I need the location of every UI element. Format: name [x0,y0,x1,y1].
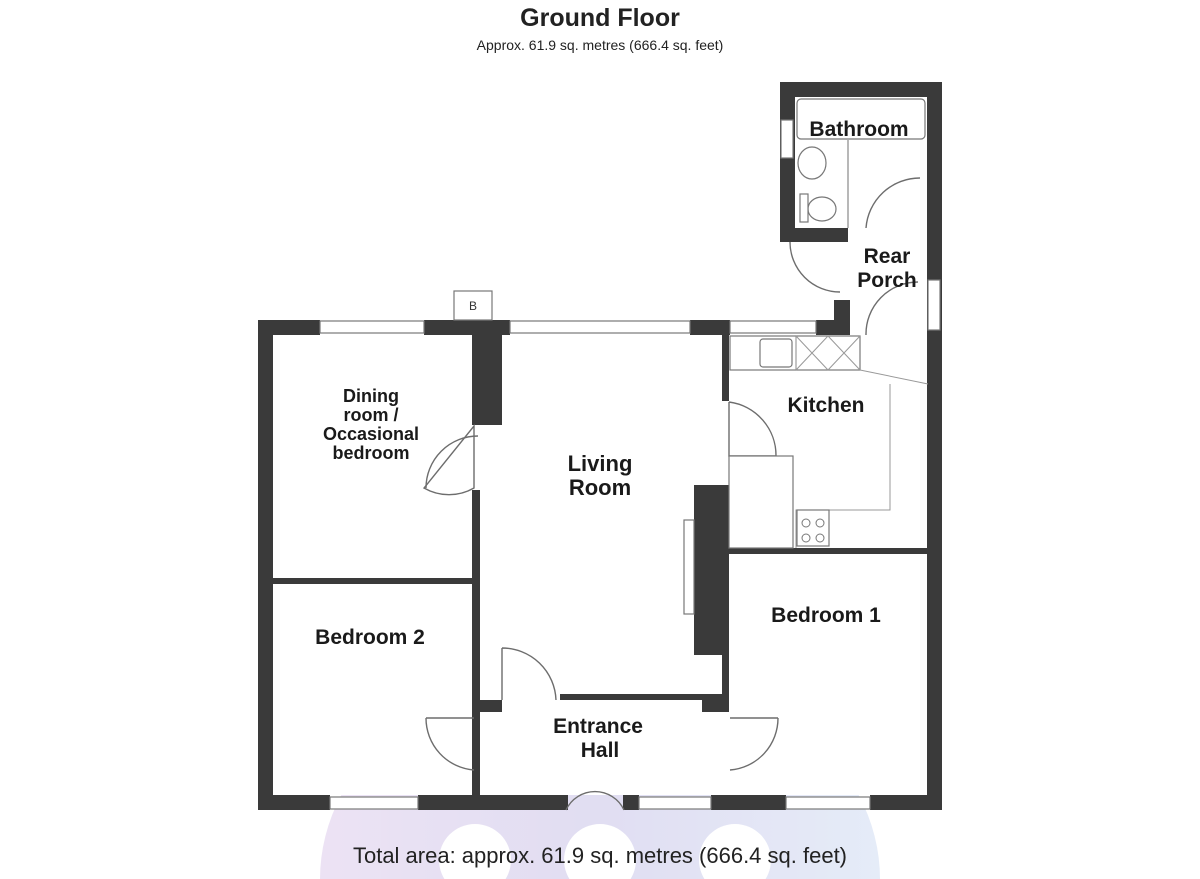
window-hall [638,796,712,810]
window-kitchen [729,320,817,334]
page-title: Ground Floor [520,4,680,32]
page-subtitle: Approx. 61.9 sq. metres (666.4 sq. feet) [476,37,724,53]
label-entrance-1: Entrance [553,715,643,738]
label-dining-3: Occasional [323,424,419,444]
label-bedroom1: Bedroom 1 [771,604,881,627]
label-dining-4: bedroom [332,443,409,463]
window-bathroom [780,119,794,159]
kitchen-counter [729,335,861,371]
window-bedroom1 [785,796,871,810]
bathroom-fixtures [796,98,926,228]
kitchen-fixtures [728,335,929,549]
label-bathroom: Bathroom [809,118,908,141]
bathtub [796,98,926,140]
label-rear-porch-1: Rear [864,245,911,268]
hob [796,509,830,547]
label-entrance-2: Hall [581,739,620,762]
boiler: B [453,290,493,321]
label-living-2: Room [569,475,631,500]
label-kitchen: Kitchen [787,394,864,417]
label-rear-porch-2: Porch [857,269,917,292]
label-bedroom2: Bedroom 2 [315,626,425,649]
room-labels: Bathroom Rear Porch Dining room / Occasi… [315,118,917,762]
windows [319,119,941,810]
window-bedroom2 [329,796,419,810]
window-porch [927,279,941,331]
window-dining [319,320,425,334]
label-dining-1: Dining [343,386,399,406]
window-living-side [683,519,695,615]
basin [797,146,827,180]
boiler-label: B [469,299,477,313]
sink [759,338,793,368]
window-living [509,320,691,334]
label-dining-2: room / [343,405,398,425]
total-area: Total area: approx. 61.9 sq. metres (666… [352,843,848,868]
cupboard [728,455,794,549]
label-living-1: Living [568,451,633,476]
toilet [807,196,837,222]
